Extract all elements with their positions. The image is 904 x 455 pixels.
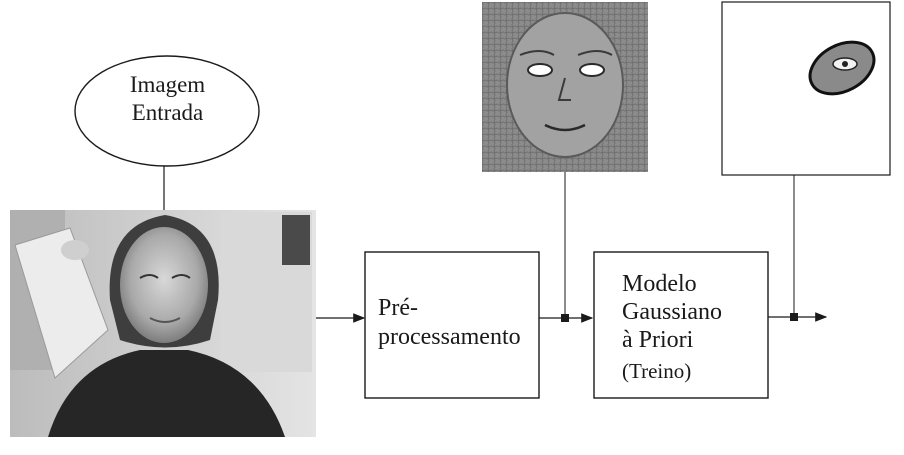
preprocess-label-line2: processamento [378,324,521,350]
model-label-line4: (Treino) [622,359,692,383]
input-label-line1: Imagem [129,72,206,97]
model-label-line2: Gaussiano [622,299,722,325]
preprocess-box [364,251,540,399]
tap-point-1 [561,314,569,322]
input-face-photo [10,210,316,437]
tap-point-2 [790,313,798,321]
model-label-line3: à Priori [622,327,694,353]
eye-region-output [721,1,891,176]
preprocess-label-line1: Pré- [378,295,418,321]
input-label-line2: Entrada [131,100,204,125]
input-image-node [74,55,260,167]
model-label-line1: Modelo [622,271,697,297]
gaussian-model-box [593,251,769,399]
preprocessed-face-image [482,2,648,172]
